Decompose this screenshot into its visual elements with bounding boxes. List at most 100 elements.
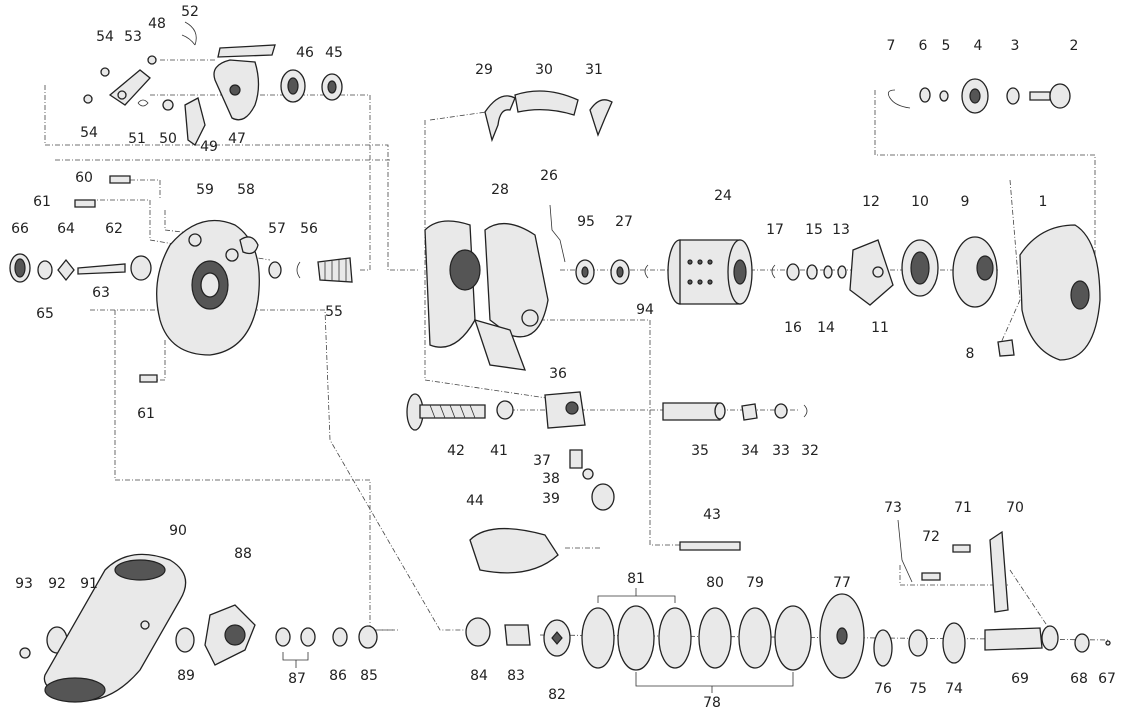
- frame-bottom-44: [469, 527, 559, 574]
- washer-38: [582, 468, 594, 480]
- washer-50: [162, 99, 174, 111]
- callout-79: 79: [746, 575, 764, 591]
- clip-5: [939, 90, 949, 102]
- callout-11: 11: [871, 320, 889, 336]
- washer-33: [774, 403, 788, 419]
- gear-train-cluster: [465, 519, 1111, 679]
- callout-6: 6: [919, 38, 928, 54]
- callout-51: 51: [128, 131, 146, 147]
- gear-76: [873, 629, 893, 667]
- cam-hole: [229, 84, 241, 96]
- callout-5: 5: [942, 38, 951, 54]
- callout-24: 24: [714, 188, 732, 204]
- washer-87a: [275, 627, 291, 647]
- callout-14: 14: [817, 320, 835, 336]
- screw-43: [679, 541, 741, 551]
- screw-61b: [139, 374, 158, 383]
- top-right-cluster: [887, 78, 1071, 114]
- callout-88: 88: [234, 546, 252, 562]
- screw-48: [147, 55, 157, 65]
- callout-75: 75: [909, 681, 927, 697]
- bearing-84: [465, 617, 491, 647]
- callout-76: 76: [874, 681, 892, 697]
- collar-34: [741, 403, 758, 421]
- pin-26: [549, 204, 566, 263]
- callout-89: 89: [177, 668, 195, 684]
- callout-85: 85: [360, 668, 378, 684]
- callout-68: 68: [1070, 671, 1088, 687]
- drag-washer-78a: [617, 605, 655, 671]
- bearing-16: [786, 263, 800, 281]
- bearing-85: [358, 625, 378, 649]
- bearing-75: [908, 629, 928, 657]
- washer-6: [919, 87, 931, 103]
- handle-cluster: [19, 553, 378, 703]
- callout-37: 37: [533, 453, 551, 469]
- callout-54a: 54: [96, 29, 114, 45]
- callout-34: 34: [741, 443, 759, 459]
- callout-67: 67: [1098, 671, 1116, 687]
- callout-82: 82: [548, 687, 566, 703]
- thumb-rest-30: [514, 90, 579, 116]
- spring-7: [887, 89, 911, 109]
- callout-59: 59: [196, 182, 214, 198]
- callout-60: 60: [75, 170, 93, 186]
- ratchet-74: [942, 622, 966, 664]
- callout-16: 16: [784, 320, 802, 336]
- callout-50: 50: [159, 131, 177, 147]
- callout-47: 47: [228, 131, 246, 147]
- shaft-63: [77, 263, 126, 275]
- callout-4: 4: [974, 38, 983, 54]
- left-side-plate-cluster: [9, 175, 353, 383]
- washer-86: [332, 627, 348, 647]
- callout-31: 31: [585, 62, 603, 78]
- bracket-78: [635, 672, 794, 687]
- callout-65: 65: [36, 306, 54, 322]
- callout-27: 27: [615, 214, 633, 230]
- callout-55: 55: [325, 304, 343, 320]
- callout-48: 48: [148, 16, 166, 32]
- callout-95: 95: [577, 214, 595, 230]
- drag-washer-79: [738, 607, 772, 669]
- washer-15: [806, 264, 818, 280]
- screw-61a: [74, 199, 96, 208]
- pinion-55: [317, 257, 353, 283]
- pawl-49: [184, 97, 206, 146]
- spring-73: [897, 519, 913, 583]
- callout-53: 53: [124, 29, 142, 45]
- callout-73: 73: [884, 500, 902, 516]
- callout-39: 39: [542, 491, 560, 507]
- callout-44: 44: [466, 493, 484, 509]
- callout-41: 41: [490, 443, 508, 459]
- callout-17: 17: [766, 222, 784, 238]
- callout-87: 87: [288, 671, 306, 687]
- clip-13: [837, 265, 847, 279]
- brake-9: [952, 236, 998, 308]
- washer-54b: [83, 94, 93, 104]
- callout-49: 49: [200, 139, 218, 155]
- guide-tube-35: [662, 402, 721, 421]
- callout-54b: 54: [80, 125, 98, 141]
- callout-80: 80: [706, 575, 724, 591]
- plate-12: [849, 239, 894, 306]
- callout-38: 38: [542, 471, 560, 487]
- ratchet-pin: [117, 90, 127, 100]
- callout-3: 3: [1011, 38, 1020, 54]
- callout-62: 62: [105, 221, 123, 237]
- level-wind-cluster: [406, 391, 808, 574]
- knob-shaft-2: [1029, 91, 1051, 101]
- callout-32: 32: [801, 443, 819, 459]
- washer-14: [823, 265, 833, 279]
- bushing-41: [496, 400, 514, 420]
- thumb-rest-31: [589, 99, 613, 137]
- callout-12: 12: [862, 194, 880, 210]
- callout-61a: 61: [33, 194, 51, 210]
- sleeve-83: [504, 624, 531, 646]
- drag-washer-81a: [581, 607, 615, 669]
- callout-64: 64: [57, 221, 75, 237]
- screw-93: [19, 647, 31, 659]
- frame-foot: [473, 319, 526, 371]
- top-left-cluster: [83, 21, 343, 146]
- bracket-81: [597, 595, 676, 603]
